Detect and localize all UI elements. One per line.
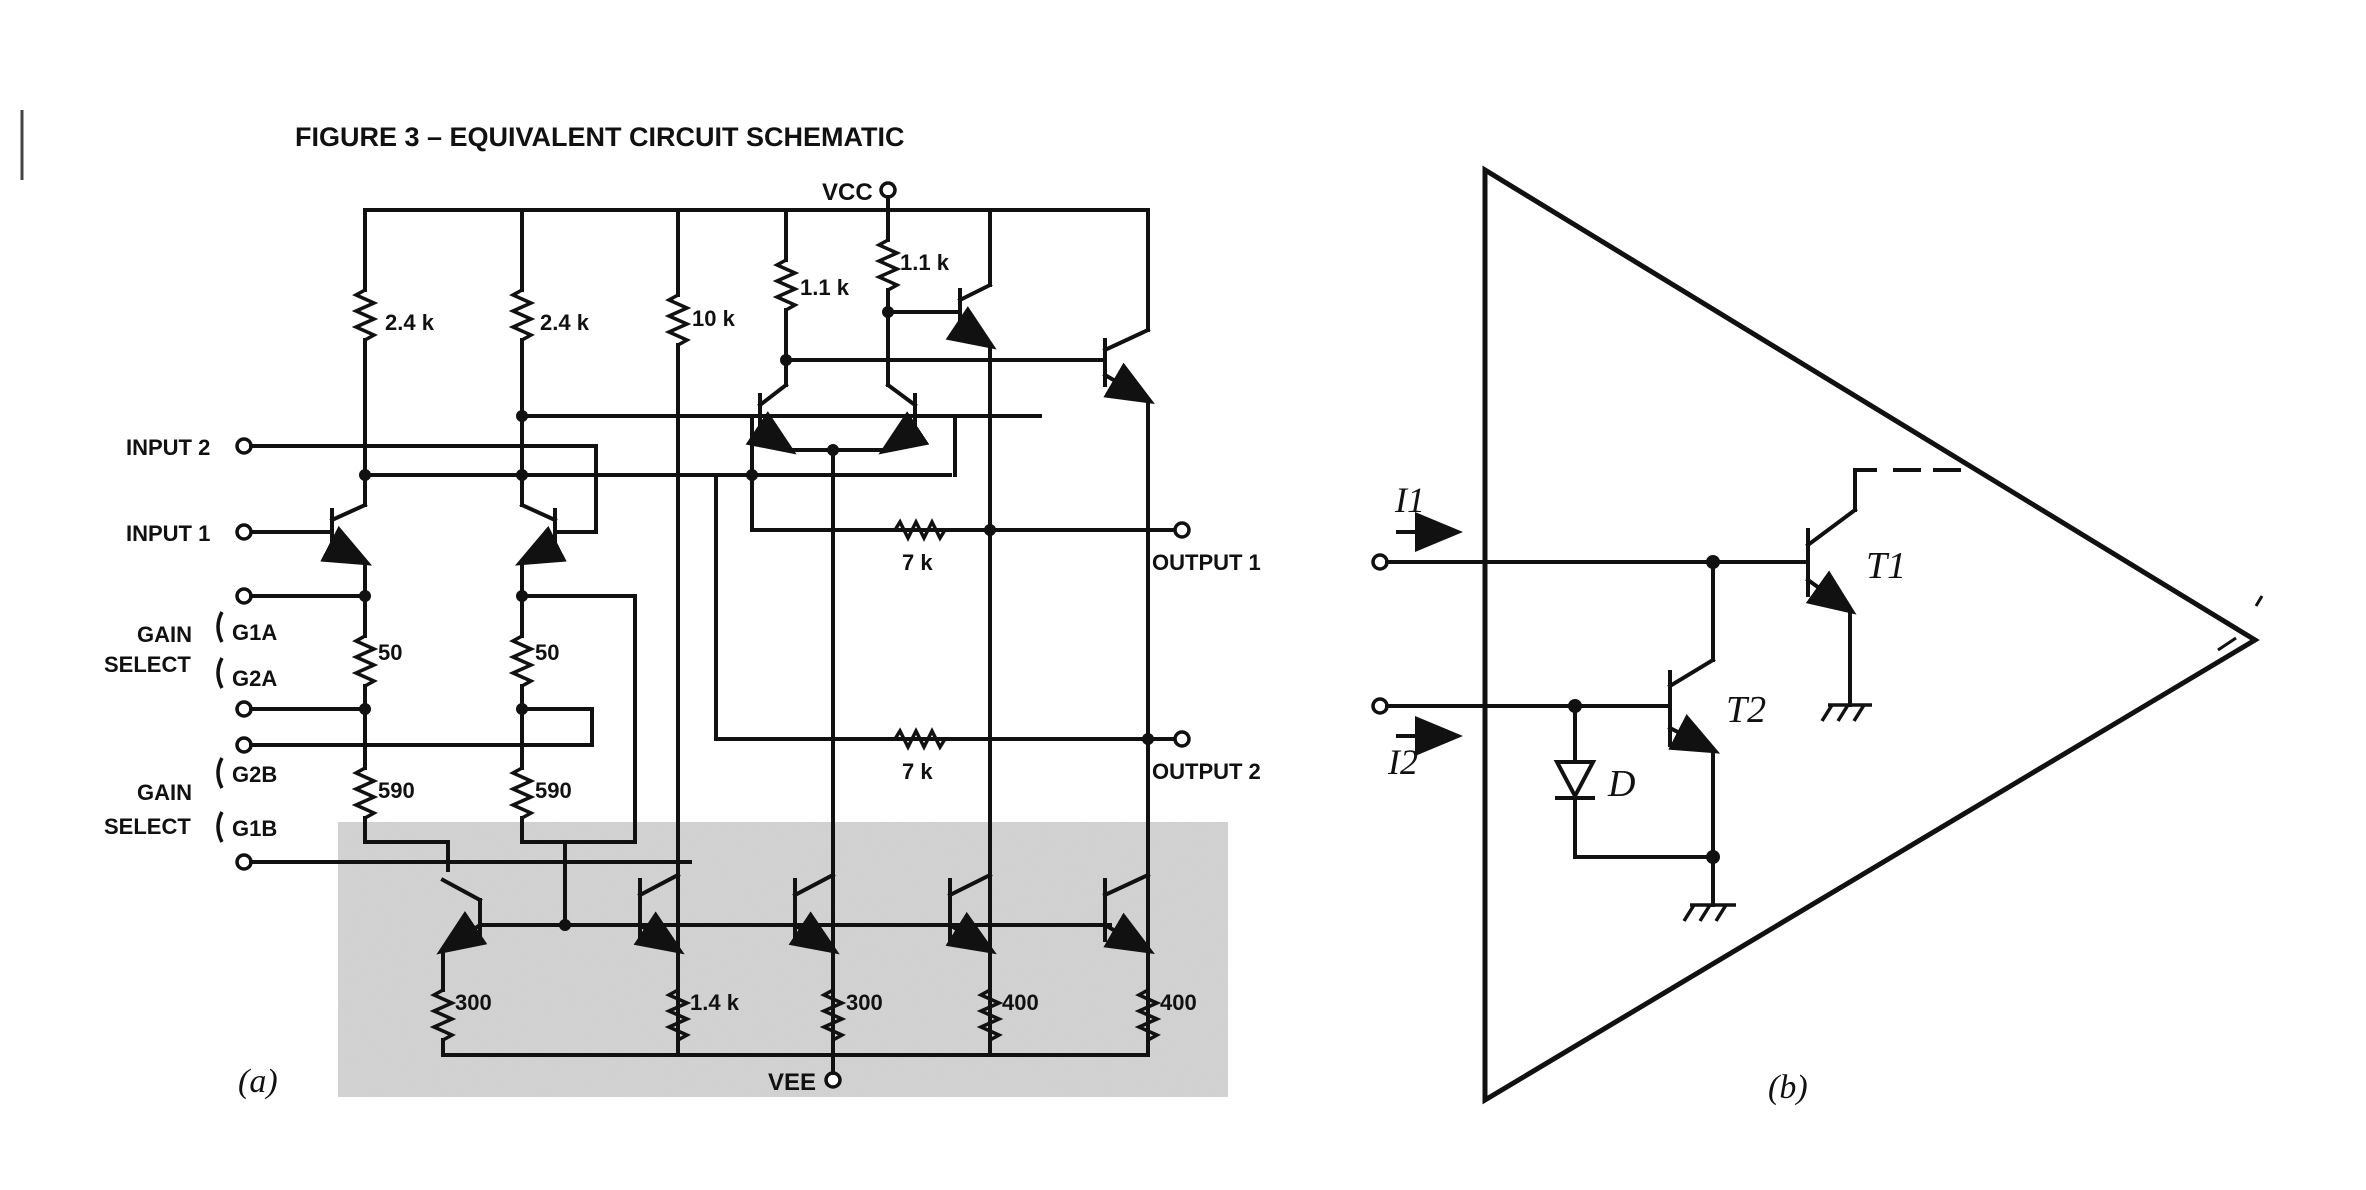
caption-b: (b) [1768, 1069, 1808, 1106]
resistor-r7 [508, 634, 536, 688]
resistor-r15 [976, 988, 1004, 1042]
figure-b-schematic: I1 T1 I2 T2 D (b) [1371, 165, 2264, 1106]
resistor-r10-label: 7 k [902, 550, 933, 575]
output-1-label: OUTPUT 1 [1152, 550, 1261, 575]
output-2-label: OUTPUT 2 [1152, 759, 1261, 784]
resistor-r1 [351, 288, 379, 342]
resistor-r5-label: 1.1 k [900, 250, 950, 275]
resistor-r13 [664, 988, 692, 1042]
output-1-terminal [1173, 521, 1191, 539]
gain-label-1: GAIN [137, 622, 192, 647]
scan-noise [338, 822, 1228, 1097]
input-2-terminal [235, 437, 253, 455]
diode-label: D [1607, 763, 1635, 805]
resistor-r1-label: 2.4 k [385, 310, 435, 335]
resistor-r5 [874, 238, 902, 292]
figure-a-schematic: FIGURE 3 – EQUIVALENT CIRCUIT SCHEMATIC … [104, 122, 1261, 1100]
resistor-r6-label: 50 [378, 640, 402, 665]
figure-a-title: FIGURE 3 – EQUIVALENT CIRCUIT SCHEMATIC [295, 122, 905, 152]
t1-label: T1 [1866, 545, 1906, 587]
gain-label-2: GAIN [137, 780, 192, 805]
resistor-r2 [508, 288, 536, 342]
caption-a: (a) [238, 1063, 278, 1100]
resistor-r14-label: 300 [846, 990, 883, 1015]
g1b-terminal [235, 853, 253, 871]
resistor-r13-label: 1.4 k [690, 990, 740, 1015]
input-1-terminal [235, 523, 253, 541]
g1a-terminal [235, 587, 253, 605]
resistor-r14 [819, 988, 847, 1042]
resistor-r16-label: 400 [1160, 990, 1197, 1015]
t2-ground-icon [1682, 903, 1736, 922]
t2-label: T2 [1726, 689, 1766, 731]
resistor-r15-label: 400 [1002, 990, 1039, 1015]
resistor-r2-label: 2.4 k [540, 310, 590, 335]
select-label-2: SELECT [104, 814, 191, 839]
resistor-r7-label: 50 [535, 640, 559, 665]
resistor-r12-label: 300 [455, 990, 492, 1015]
vee-label: VEE [768, 1069, 816, 1096]
g2b-terminal [235, 736, 253, 754]
pin-g1b-label: G1B [232, 816, 277, 841]
resistor-r9 [508, 766, 536, 820]
pin-g1a-label: G1A [232, 620, 277, 645]
resistor-r10 [893, 518, 947, 542]
i1-label: I1 [1394, 480, 1425, 520]
resistor-r9-label: 590 [535, 778, 572, 803]
vee-terminal [824, 1071, 842, 1089]
output-2-terminal [1173, 730, 1191, 748]
i2-terminal [1371, 697, 1389, 715]
input-1-label: INPUT 1 [126, 521, 210, 546]
diode-icon [1553, 760, 1597, 801]
gain-brackets [216, 611, 224, 843]
resistor-r8 [351, 766, 379, 820]
i1-terminal [1371, 553, 1389, 571]
resistor-r4 [772, 258, 800, 312]
resistor-r3 [664, 293, 692, 347]
g2a-terminal [235, 700, 253, 718]
resistor-r8-label: 590 [378, 778, 415, 803]
resistor-r16 [1134, 988, 1162, 1042]
resistor-r11 [893, 727, 947, 751]
resistor-r4-label: 1.1 k [800, 275, 850, 300]
i2-label: I2 [1387, 742, 1418, 782]
resistor-r12 [429, 988, 457, 1042]
resistor-r6 [351, 634, 379, 688]
resistor-r11-label: 7 k [902, 759, 933, 784]
t1-ground-icon [1820, 703, 1872, 722]
resistor-r3-label: 10 k [692, 306, 736, 331]
input-2-label: INPUT 2 [126, 435, 210, 460]
amplifier-triangle [1482, 165, 2260, 1105]
select-label-1: SELECT [104, 652, 191, 677]
pin-g2b-label: G2B [232, 762, 277, 787]
vcc-label: VCC [822, 179, 873, 206]
vcc-terminal [879, 181, 897, 199]
pin-g2a-label: G2A [232, 666, 277, 691]
